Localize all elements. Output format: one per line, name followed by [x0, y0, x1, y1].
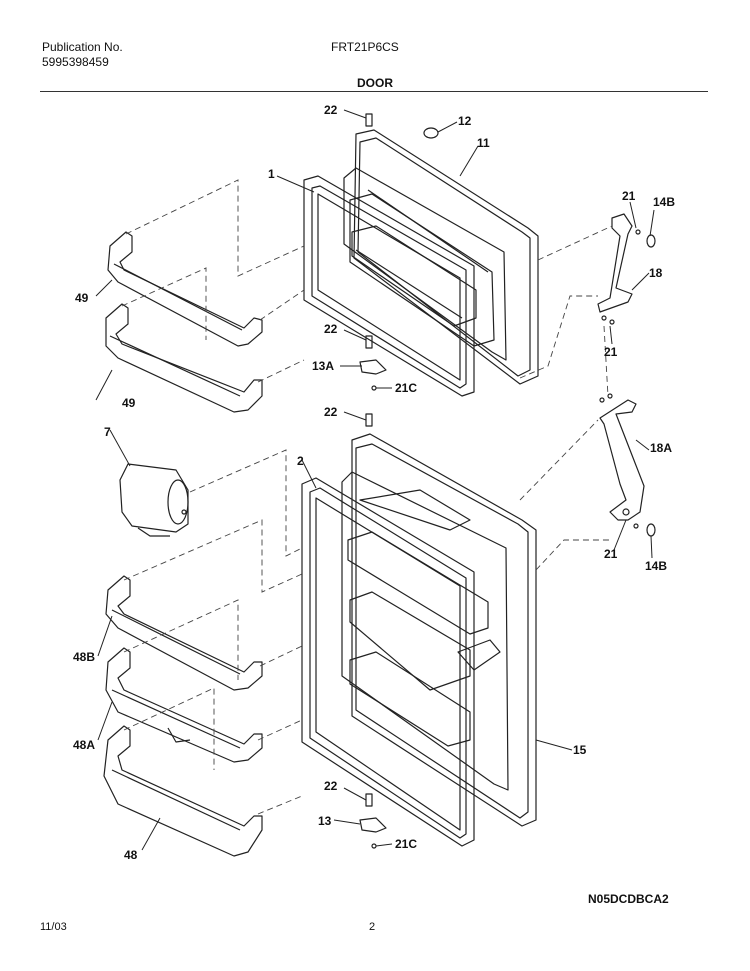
fresh-food-door-stop-parts	[359, 413, 387, 849]
callout-14b: 14B	[653, 195, 675, 209]
callout-22: 22	[324, 103, 338, 117]
callout-21: 21	[622, 189, 636, 203]
callout-12: 12	[458, 114, 472, 128]
fresh-food-door-gasket	[301, 477, 475, 847]
callout-11: 11	[477, 136, 490, 150]
callout-1: 1	[268, 167, 275, 181]
callout-labels: 22 12 11 1 21 14B 18 49 22 13A 21C 21 49…	[73, 103, 675, 862]
callout-13a: 13A	[312, 359, 334, 373]
publication-number: 5995398459	[42, 55, 109, 69]
callout-13: 13	[318, 814, 332, 828]
fresh-food-door-outer-panel	[341, 433, 537, 827]
lower-hinge	[599, 399, 645, 521]
hinge-screws-upper	[601, 229, 656, 325]
section-title: DOOR	[357, 76, 393, 90]
callout-48b: 48B	[73, 650, 95, 664]
dairy-door	[119, 463, 189, 537]
callout-18a: 18A	[650, 441, 672, 455]
freezer-door-outer-panel	[343, 129, 539, 385]
callout-49: 49	[122, 396, 136, 410]
callout-14b: 14B	[645, 559, 667, 573]
header-divider	[40, 91, 708, 92]
upper-hinge	[597, 213, 633, 313]
model-number: FRT21P6CS	[331, 40, 399, 54]
assembly-dash-lines	[121, 179, 613, 815]
callout-22: 22	[324, 405, 338, 419]
freezer-door-shelf-rail-upper	[107, 231, 263, 347]
revision-date: 11/03	[40, 921, 67, 933]
freezer-door-gasket	[303, 175, 475, 397]
callout-22: 22	[324, 322, 338, 336]
callout-22: 22	[324, 779, 338, 793]
page-number: 2	[369, 921, 376, 933]
callout-2: 2	[297, 454, 304, 468]
callout-7: 7	[104, 425, 111, 439]
callout-15: 15	[573, 743, 587, 757]
callout-21: 21	[604, 547, 618, 561]
callout-21c: 21C	[395, 837, 417, 851]
door-shelf-48	[103, 725, 263, 857]
callout-48: 48	[124, 848, 138, 862]
drawing-code: N05DCDBCA2	[588, 892, 669, 906]
freezer-door-stop-parts	[359, 113, 439, 391]
door-shelf-48A	[105, 647, 263, 763]
callout-49: 49	[75, 291, 89, 305]
callout-18: 18	[649, 266, 663, 280]
callout-48a: 48A	[73, 738, 95, 752]
freezer-door-shelf-rail-lower	[105, 303, 263, 413]
callout-21c: 21C	[395, 381, 417, 395]
door-shelf-48B	[105, 575, 263, 691]
callout-21: 21	[604, 345, 618, 359]
publication-label: Publication No.	[42, 40, 123, 54]
callout-leader-lines	[95, 109, 655, 851]
